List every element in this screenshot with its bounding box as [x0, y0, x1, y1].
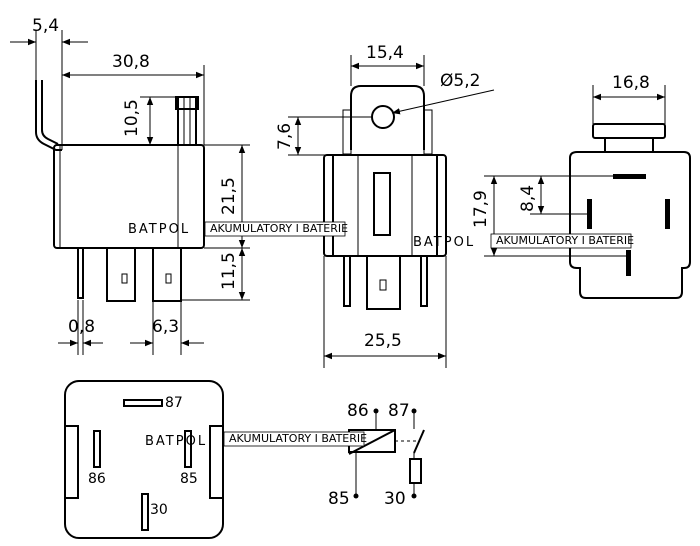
dim-17-9: 17,9: [471, 190, 491, 228]
pin-front-left: [343, 255, 351, 307]
pin-85-slot: [184, 430, 192, 468]
watermark-3: BATPOL AKUMULATORY I BATERIE: [145, 431, 367, 449]
dim-15-4: 15,4: [366, 43, 404, 63]
pin-label-86: 86: [88, 471, 106, 487]
watermark-brand: BATPOL: [128, 222, 190, 237]
schematic-label-87: 87: [388, 401, 410, 421]
dim-10-5: 10,5: [122, 99, 142, 137]
dim-11-5: 11,5: [219, 252, 239, 290]
schematic-label-86: 86: [347, 401, 369, 421]
pin-label-85: 85: [180, 471, 198, 487]
top-terminal: [177, 96, 197, 146]
dim-30-8: 30,8: [112, 52, 150, 72]
dim-0-8: 0,8: [68, 317, 95, 337]
pin-label-87: 87: [165, 395, 183, 411]
dim-8-4: 8,4: [518, 185, 538, 212]
watermark-tagline: AKUMULATORY I BATERIE: [496, 234, 634, 247]
mounting-tab: [350, 85, 425, 150]
schematic-label-85: 85: [328, 489, 350, 509]
watermark-1: BATPOL AKUMULATORY I BATERIE: [128, 221, 348, 237]
pinout-base-outline: [64, 380, 224, 539]
watermark-brand: BATPOL: [145, 434, 207, 449]
bottom-view: 16,8 8,4 17,9: [471, 73, 691, 299]
pin-front-right: [420, 255, 428, 307]
watermark-tagline: AKUMULATORY I BATERIE: [210, 222, 348, 235]
mounting-hole: [371, 105, 395, 129]
dim-16-8: 16,8: [612, 73, 650, 93]
watermark-brand: BATPOL: [413, 235, 475, 250]
slot-top: [613, 174, 646, 179]
pin-wide-side-1: [106, 247, 136, 302]
side-view: 5,4 30,8 10,5 21,5 11,5 0,8 6,3: [10, 16, 250, 355]
dim-25-5: 25,5: [364, 331, 402, 351]
pin-label-30: 30: [150, 502, 168, 518]
pin-30-slot: [141, 493, 149, 531]
watermark-2: BATPOL AKUMULATORY I BATERIE: [413, 233, 634, 250]
mounting-bracket: [35, 80, 62, 151]
dim-dia-5-2: Ø5,2: [440, 71, 480, 91]
pinout-view: 87 86 85 30: [64, 380, 224, 539]
pin-thin-side: [77, 247, 84, 299]
pin-front-center: [366, 255, 401, 310]
relay-base-outline: [569, 151, 691, 299]
front-view: 15,4 Ø5,2 7,6 25,5: [275, 43, 495, 368]
dim-7-6: 7,6: [275, 123, 295, 150]
dim-5-4: 5,4: [32, 16, 59, 36]
schematic-label-30: 30: [384, 489, 406, 509]
pin-wide-side-2: [152, 247, 182, 302]
watermark-tagline: AKUMULATORY I BATERIE: [229, 432, 367, 445]
slot-right: [665, 199, 670, 229]
pin-86-slot: [93, 430, 101, 468]
dim-6-3: 6,3: [152, 317, 179, 337]
pin-87-slot: [123, 399, 163, 407]
slot-bottom: [626, 250, 631, 276]
relay-schematic: 86 87 85 30: [328, 401, 425, 509]
slot-left: [587, 199, 592, 229]
dim-21-5: 21,5: [219, 177, 239, 215]
